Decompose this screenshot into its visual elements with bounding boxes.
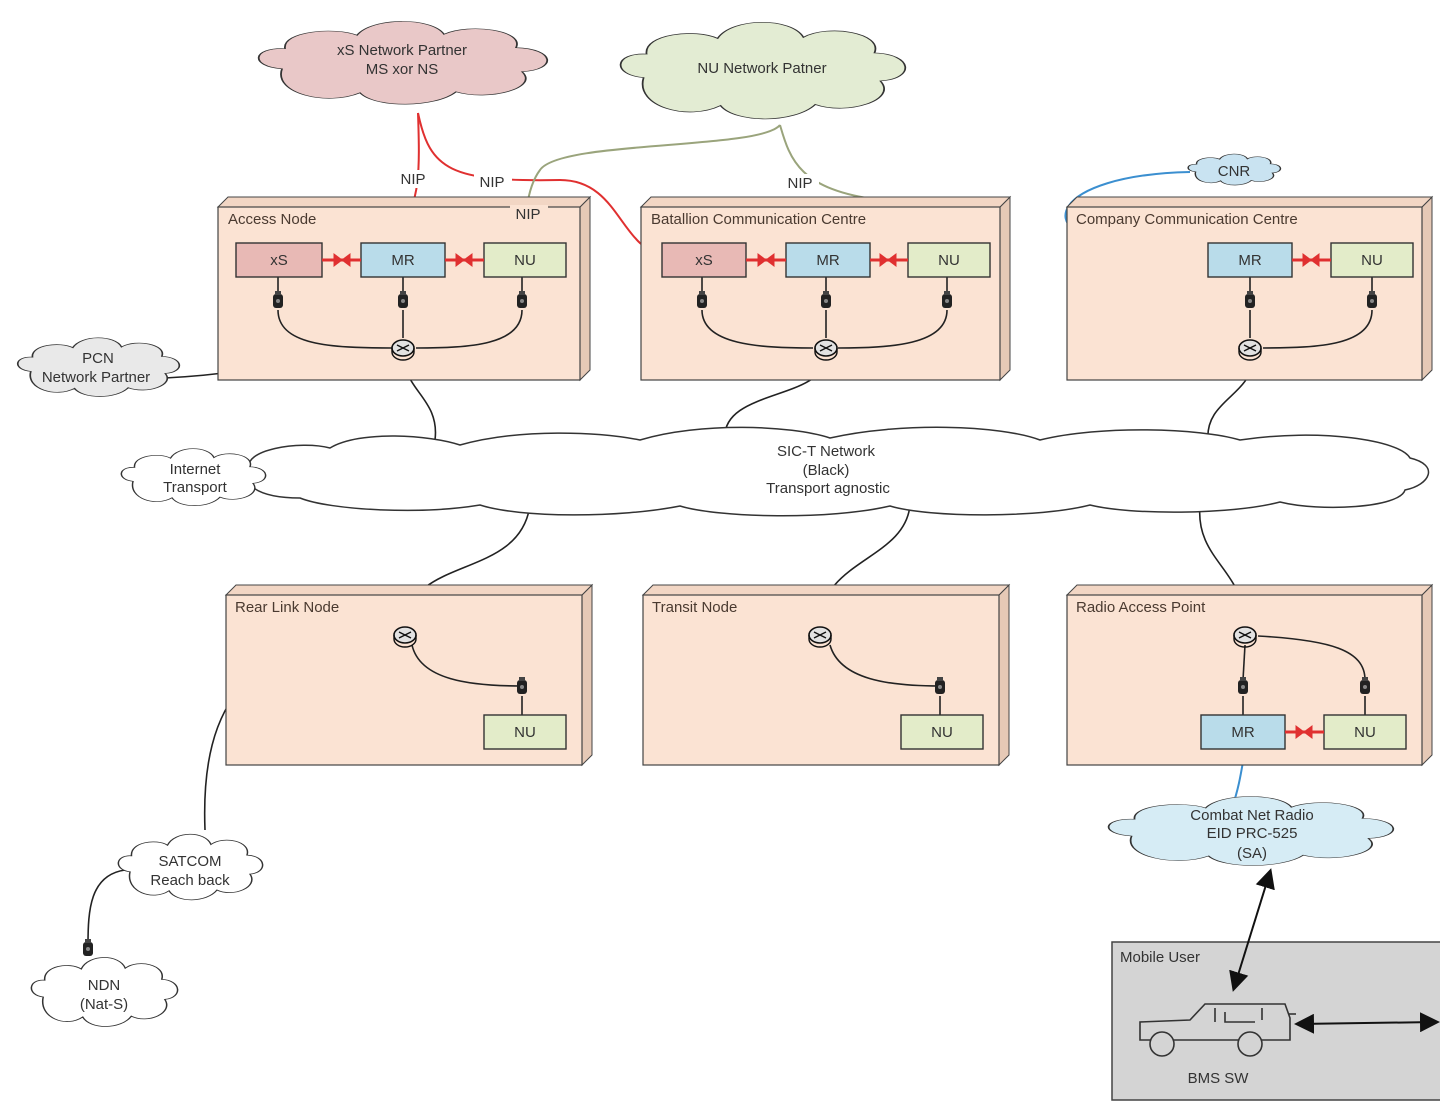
transit-nu-box: NU — [900, 714, 984, 750]
radio-mr-box: MR — [1200, 714, 1286, 750]
pcn-line-1: PCN — [82, 350, 114, 367]
sict-cloud: SIC-T Network (Black) Transport agnostic — [246, 426, 1430, 517]
rear-link-node-title: Rear Link Node — [235, 599, 339, 616]
internal-wiring — [277, 276, 1373, 715]
pcn-cloud: PCN Network Partner — [18, 338, 180, 397]
nip-labels: NIP NIP NIP NIP — [395, 170, 819, 223]
batallion-xs-label: xS — [695, 252, 713, 269]
access-nu-label: NU — [514, 252, 536, 269]
access-node-title: Access Node — [228, 211, 316, 228]
internet-line-1: Internet — [170, 461, 222, 478]
batallion-mr-nu-link — [870, 253, 908, 267]
batallion-nu-box: NU — [907, 242, 991, 278]
combat-radio-cloud: Combat Net Radio EID PRC-525 (SA) — [1109, 796, 1394, 865]
plug-icon — [83, 939, 93, 956]
ndn-cloud: NDN (Nat-S) — [31, 957, 177, 1026]
radio-mr-label: MR — [1231, 724, 1254, 741]
access-mr-nu-link — [445, 253, 484, 267]
mobile-user-box: Mobile User BMS SW — [1111, 941, 1440, 1101]
sict-line-1: SIC-T Network — [777, 443, 876, 460]
batallion-xs-box: xS — [661, 242, 747, 278]
radio-nu-label: NU — [1354, 724, 1376, 741]
radio-mr-nu-link — [1285, 725, 1324, 739]
pcn-line-2: Network Partner — [42, 369, 150, 386]
radio-nu-box: NU — [1323, 714, 1407, 750]
satcom-line-1: SATCOM — [158, 853, 221, 870]
access-xs-mr-link — [322, 253, 361, 267]
company-node-title: Company Communication Centre — [1076, 211, 1298, 228]
batallion-nu-label: NU — [938, 252, 960, 269]
access-xs-label: xS — [270, 252, 288, 269]
link-satcom-to-ndn — [87, 869, 126, 946]
batallion-mr-label: MR — [816, 252, 839, 269]
nip-label: NIP — [515, 206, 540, 223]
red-interconnects — [322, 253, 1331, 739]
company-mr-nu-link — [1292, 253, 1331, 267]
access-mr-box: MR — [360, 242, 446, 278]
batallion-mr-box: MR — [785, 242, 871, 278]
cnr-cloud: CNR — [1188, 154, 1280, 185]
combat-radio-line-3: (SA) — [1237, 845, 1267, 862]
batallion-xs-mr-link — [746, 253, 786, 267]
transit-node-title: Transit Node — [652, 599, 737, 616]
batallion-node-title: Batallion Communication Centre — [651, 211, 866, 228]
company-nu-label: NU — [1361, 252, 1383, 269]
rear-nu-box: NU — [483, 714, 567, 750]
internet-line-2: Transport — [163, 479, 227, 496]
mobile-user-title: Mobile User — [1120, 949, 1200, 966]
vehicle-icon — [1139, 1003, 1296, 1057]
xs-partner-cloud: xS Network Partner MS xor NS — [259, 21, 548, 104]
access-mr-label: MR — [391, 252, 414, 269]
nip-label: NIP — [479, 174, 504, 191]
ndn-line-1: NDN — [88, 977, 121, 994]
ndn-line-2: (Nat-S) — [80, 996, 128, 1013]
xs-partner-line-2: MS xor NS — [366, 61, 439, 78]
arrow-radio-to-mobile — [1229, 868, 1275, 992]
company-mr-label: MR — [1238, 252, 1261, 269]
company-nu-box: NU — [1330, 242, 1414, 278]
satcom-line-2: Reach back — [150, 872, 230, 889]
nip-label: NIP — [400, 171, 425, 188]
clouds: SIC-T Network (Black) Transport agnostic… — [18, 21, 1429, 1026]
sict-line-2: (Black) — [803, 462, 850, 479]
nu-partner-cloud: NU Network Patner — [621, 22, 906, 119]
link-xs-partner-to-batallion-xs — [417, 112, 666, 256]
combat-radio-line-2: EID PRC-525 — [1207, 825, 1298, 842]
arrow-mobile-to-right — [1294, 1012, 1440, 1034]
internet-cloud: Internet Transport — [121, 449, 265, 506]
nip-label: NIP — [787, 175, 812, 192]
combat-radio-line-1: Combat Net Radio — [1190, 807, 1313, 824]
satcom-cloud: SATCOM Reach back — [118, 834, 262, 900]
rear-nu-label: NU — [514, 724, 536, 741]
xs-partner-line-1: xS Network Partner — [337, 42, 467, 59]
nu-partner-line-1: NU Network Patner — [697, 60, 826, 77]
mobile-user-caption: BMS SW — [1188, 1070, 1250, 1087]
access-xs-box: xS — [235, 242, 323, 278]
company-mr-box: MR — [1207, 242, 1293, 278]
access-nu-box: NU — [483, 242, 567, 278]
transit-nu-label: NU — [931, 724, 953, 741]
cnr-line-1: CNR — [1218, 163, 1251, 180]
radio-access-point-title: Radio Access Point — [1076, 599, 1206, 616]
sict-line-3: Transport agnostic — [766, 480, 890, 497]
